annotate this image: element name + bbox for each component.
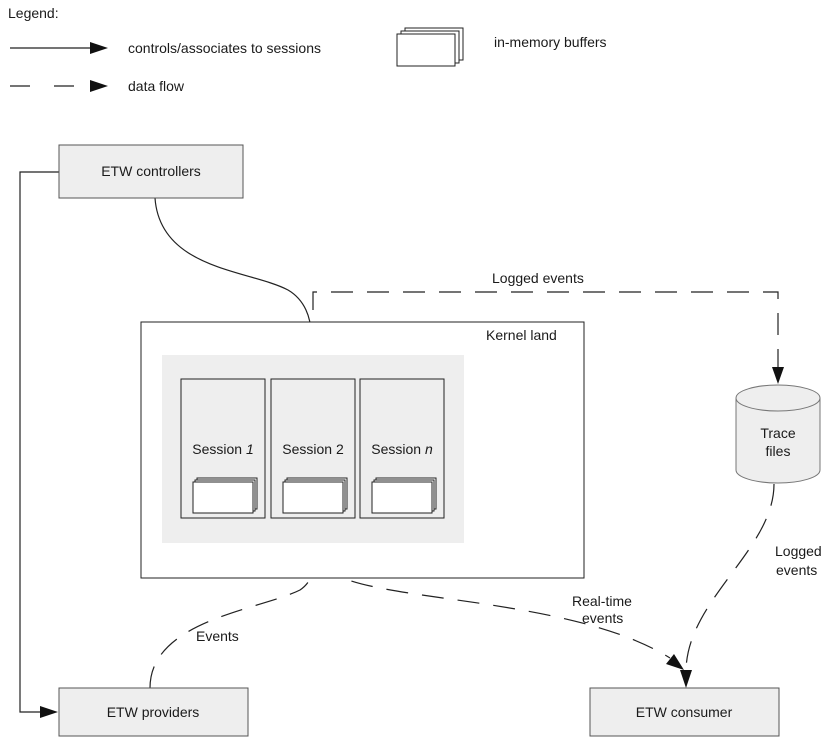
etw-providers-label: ETW providers xyxy=(107,704,200,720)
kernel-land-label: Kernel land xyxy=(486,327,557,343)
legend-dashed-arrow-label: data flow xyxy=(128,78,185,94)
etw-consumer-node: ETW consumer xyxy=(589,687,780,737)
svg-text:Session 1: Session 1 xyxy=(192,441,254,457)
session-n: Session n xyxy=(359,378,445,519)
trace-files-label-line2: files xyxy=(766,443,791,459)
logged-events-right-label-line1: Logged xyxy=(775,543,822,559)
legend-solid-arrow xyxy=(10,42,108,54)
realtime-label-line2: events xyxy=(582,610,623,626)
etw-providers-node: ETW providers xyxy=(58,687,249,737)
legend-buffers-label: in-memory buffers xyxy=(494,34,607,50)
session-2-label: Session 2 xyxy=(282,441,344,457)
legend-dashed-arrow xyxy=(10,80,108,92)
session-2-buffers-icon xyxy=(282,477,348,514)
controllers-to-providers-arrow xyxy=(19,171,59,718)
session-n-buffers-icon xyxy=(371,477,437,514)
session-n-label: Session xyxy=(371,441,425,457)
trace-files-cylinder-icon: Trace files xyxy=(735,384,821,484)
legend-buffers-icon xyxy=(396,27,464,67)
logged-events-to-trace-files-arrow xyxy=(312,291,784,384)
session-1-index: 1 xyxy=(246,441,254,457)
trace-files-label-line1: Trace xyxy=(760,425,795,441)
session-1-label: Session xyxy=(192,441,246,457)
events-label: Events xyxy=(196,628,239,644)
logged-events-right-label-line2: events xyxy=(776,562,817,578)
svg-text:Session n: Session n xyxy=(371,441,433,457)
session-1: Session 1 xyxy=(180,378,266,519)
trace-files-to-consumer-arrow xyxy=(680,483,775,688)
legend-solid-arrow-label: controls/associates to sessions xyxy=(128,40,321,56)
realtime-events-arrow xyxy=(321,561,684,670)
etw-controllers-label: ETW controllers xyxy=(101,163,201,179)
realtime-label-line1: Real-time xyxy=(572,593,632,609)
legend-title: Legend: xyxy=(8,5,59,21)
etw-consumer-label: ETW consumer xyxy=(636,704,733,720)
session-2: Session 2 xyxy=(270,378,356,519)
etw-controllers-node: ETW controllers xyxy=(58,144,244,199)
logged-events-top-label: Logged events xyxy=(492,270,584,286)
legend: Legend: controls/associates to sessions … xyxy=(8,5,607,94)
svg-text:Session 2: Session 2 xyxy=(282,441,344,457)
session-1-buffers-icon xyxy=(192,477,258,514)
session-n-index: n xyxy=(425,441,433,457)
